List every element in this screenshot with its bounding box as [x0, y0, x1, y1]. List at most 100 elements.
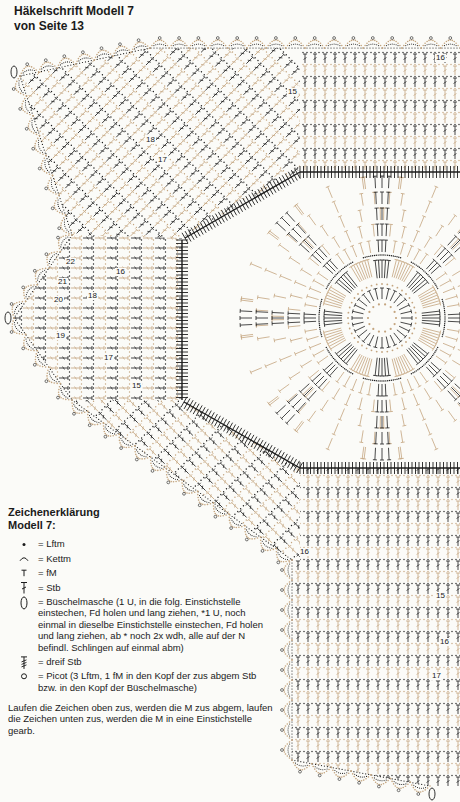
double-crochet	[347, 141, 353, 147]
chain-dot	[260, 62, 262, 64]
chain-dot	[200, 37, 202, 39]
chain-dot	[322, 148, 323, 149]
double-crochet	[235, 12, 241, 18]
chain-dot	[203, 125, 205, 127]
chain-dot	[183, 71, 185, 73]
chain-dot	[358, 160, 359, 161]
stitch-bar	[290, 186, 294, 190]
chain-dot	[302, 122, 304, 124]
stitch-top	[352, 139, 355, 142]
double-crochet	[125, 38, 131, 44]
chain-dot	[181, 68, 183, 70]
chain-dot	[282, 85, 284, 87]
chain-dot	[362, 64, 363, 65]
chain-dot	[314, 112, 315, 113]
chain-dot	[274, 93, 276, 95]
stitch-top	[301, 105, 304, 108]
chain-dot	[265, 85, 267, 87]
chain-dot	[458, 124, 459, 125]
chain-dot	[418, 64, 419, 65]
chain-dot	[298, 88, 299, 89]
chain-dot	[294, 130, 296, 132]
chain-dot	[203, 57, 205, 59]
chain-dot	[366, 100, 367, 101]
stitch-bar	[159, 21, 163, 25]
stitch-bar	[160, 5, 164, 9]
chain-dot	[308, 93, 310, 95]
double-crochet	[178, 40, 184, 46]
chain-dot	[418, 160, 419, 161]
chain-dot	[438, 76, 439, 77]
chain-dot	[406, 148, 407, 149]
stitch-top	[169, 25, 172, 28]
chain-dot	[294, 164, 296, 166]
chain-dot	[249, 170, 251, 172]
stitch-top	[309, 182, 312, 185]
chain-dot	[308, 127, 310, 129]
stitch-top	[231, 19, 234, 22]
stitch-top	[161, 33, 164, 36]
chain-dot	[454, 64, 455, 65]
double-crochet	[361, 155, 367, 161]
chain-dot	[246, 99, 248, 101]
chain-dot	[189, 26, 191, 28]
chain-dot	[212, 48, 214, 50]
chain-dot	[454, 136, 455, 137]
chain-dot	[306, 64, 307, 65]
chain-dot	[237, 125, 239, 127]
chain-dot	[285, 54, 287, 56]
chain-dot	[229, 150, 231, 152]
chain-dot	[418, 124, 419, 125]
chain-dot	[302, 52, 303, 53]
stitch-bar	[219, 30, 223, 34]
chain-dot	[418, 52, 419, 53]
chain-dot	[294, 136, 295, 137]
chain-dot	[382, 76, 383, 77]
stitch-top	[214, 36, 217, 39]
chain-dot	[243, 79, 245, 81]
chain-dot	[229, 133, 231, 135]
chain-dot	[257, 93, 259, 95]
chain-dot	[362, 88, 363, 89]
chain-dot	[133, 54, 135, 56]
double-crochet	[205, 0, 211, 6]
chain-dot	[206, 60, 208, 62]
chain-dot	[183, 20, 185, 22]
chain-dot	[322, 64, 323, 65]
stitch-top	[360, 131, 363, 134]
stitch-bar	[167, 12, 171, 16]
chain-dot	[217, 88, 219, 90]
stitch-top	[178, 16, 181, 19]
chain-dot	[229, 99, 231, 101]
chain-dot	[402, 52, 403, 53]
chain-dot	[195, 99, 197, 101]
chain-dot	[195, 14, 197, 16]
chain-dot	[410, 160, 411, 161]
chain-dot	[454, 100, 455, 101]
chain-dot	[257, 110, 259, 112]
chain-dot	[294, 52, 295, 53]
stitch-bar	[183, 11, 187, 15]
stitch-bar	[337, 182, 341, 186]
chain-dot	[326, 88, 327, 89]
chain-dot	[334, 64, 335, 65]
stitch-bar	[350, 127, 354, 131]
chain-dot	[394, 148, 395, 149]
chain-dot	[299, 85, 301, 87]
chain-dot	[274, 161, 276, 163]
chain-dot	[422, 148, 423, 149]
chain-dot	[240, 9, 242, 11]
stitch-top	[311, 81, 314, 84]
chain-dot	[334, 160, 335, 161]
chain-dot	[450, 160, 451, 161]
chain-dot	[291, 195, 293, 197]
chain-dot	[382, 88, 383, 89]
chain-dot	[192, 113, 194, 115]
chain-dot	[442, 124, 443, 125]
chain-dot	[366, 64, 367, 65]
chain-dot	[374, 64, 375, 65]
chain-dot	[308, 161, 310, 163]
stitch-bar	[166, 28, 170, 32]
chain-dot	[189, 76, 191, 78]
chain-dot	[178, 82, 180, 84]
